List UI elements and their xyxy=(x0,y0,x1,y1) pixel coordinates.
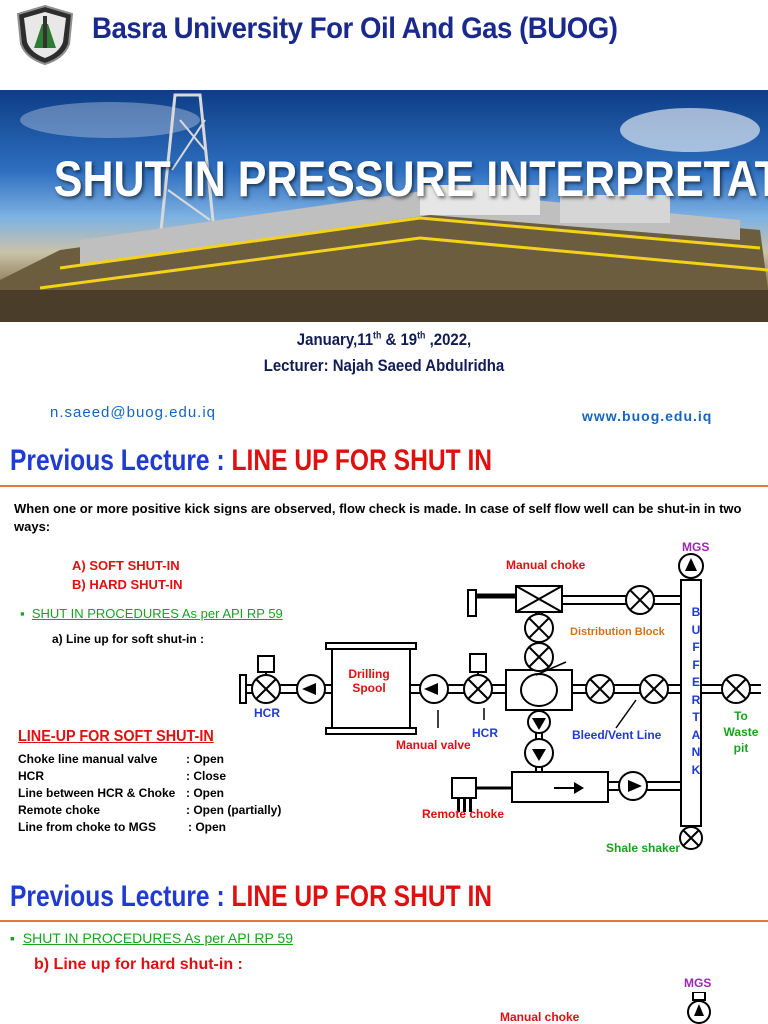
manual-valve-label: Manual valve xyxy=(396,738,471,752)
lecture-title: SHUT IN PRESSURE INTERPRETATION xyxy=(54,150,714,208)
shale-shaker-label: Shale shaker xyxy=(606,841,680,855)
option-soft-shut-in: A) SOFT SHUT-IN xyxy=(72,558,180,573)
hcr-left-label: HCR xyxy=(254,706,280,720)
section-title-2: Previous Lecture : LINE UP FOR SHUT IN xyxy=(10,880,492,914)
banner-image: SHUT IN PRESSURE INTERPRETATION xyxy=(0,90,768,322)
lineup-title: LINE-UP FOR SOFT SHUT-IN xyxy=(18,728,214,746)
hcr-right-label: HCR xyxy=(472,726,498,740)
lineup-row: Line between HCR & Choke: Open xyxy=(18,786,318,800)
lineup-row: Choke line manual valve: Open xyxy=(18,752,318,766)
website-link[interactable]: www.buog.edu.iq xyxy=(582,408,712,424)
manual-choke-label-2: Manual choke xyxy=(500,1010,579,1024)
soft-shut-in-subtitle: a) Line up for soft shut-in : xyxy=(52,632,204,646)
mgs-icon xyxy=(684,992,714,1024)
mgs-label-2: MGS xyxy=(684,976,711,990)
university-title: Basra University For Oil And Gas (BUOG) xyxy=(92,12,617,46)
bleed-vent-line-label: Bleed/Vent Line xyxy=(572,728,661,742)
hard-shut-in-subtitle: b) Line up for hard shut-in : xyxy=(34,956,243,974)
intro-text: When one or more positive kick signs are… xyxy=(14,500,759,536)
lineup-row: Line from choke to MGS: Open xyxy=(18,820,318,834)
lineup-row: Remote choke: Open (partially) xyxy=(18,803,318,817)
header: Basra University For Oil And Gas (BUOG) xyxy=(0,0,768,80)
buffer-tank-label: B U F F E R T A N K xyxy=(682,604,710,779)
email-link[interactable]: n.saeed@buog.edu.iq xyxy=(50,404,216,421)
section-title-1: Previous Lecture : LINE UP FOR SHUT IN xyxy=(10,444,492,478)
procedures-bullet-2: ▪ SHUT IN PROCEDURES As per API RP 59 xyxy=(10,930,293,946)
lineup-row: HCR: Close xyxy=(18,769,318,783)
lecturer-name: Lecturer: Najah Saeed Abdulridha xyxy=(46,356,722,376)
option-hard-shut-in: B) HARD SHUT-IN xyxy=(72,577,183,592)
distribution-block-label: Distribution Block xyxy=(570,626,665,638)
lecture-dates: January,11th & 19th ,2022, xyxy=(46,330,722,350)
remote-choke-label: Remote choke xyxy=(422,807,504,821)
section-divider-1 xyxy=(0,485,768,487)
mgs-label: MGS xyxy=(682,540,709,554)
manual-choke-label: Manual choke xyxy=(506,558,585,572)
section-divider-2 xyxy=(0,920,768,922)
university-logo xyxy=(14,4,76,66)
